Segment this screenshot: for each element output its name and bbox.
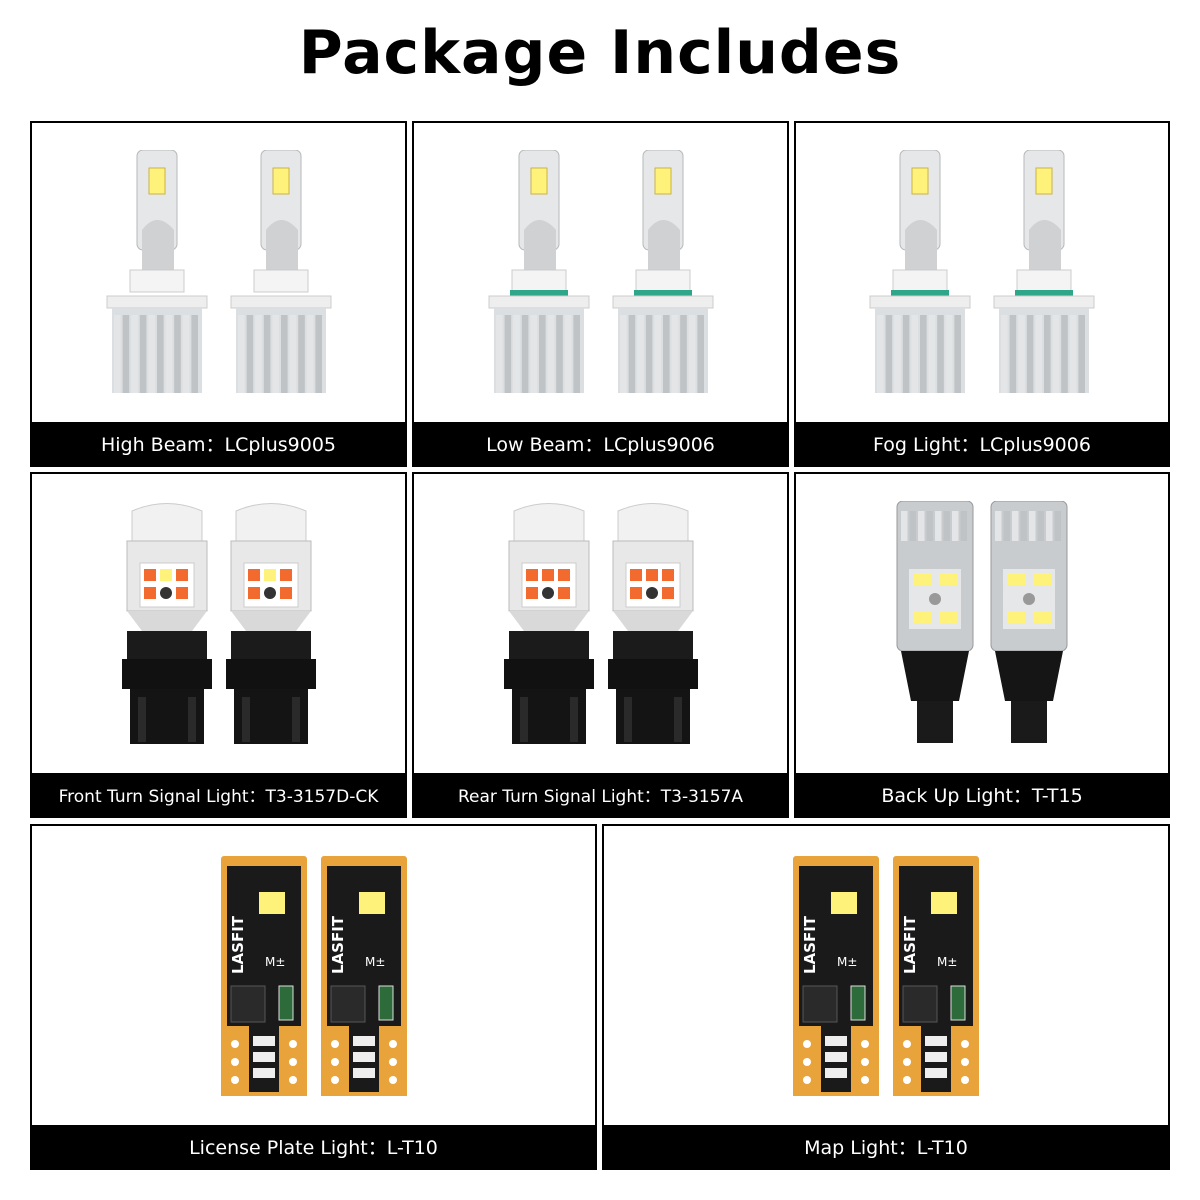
panel-low-beam: Low Beam：LCplus9006: [412, 121, 789, 467]
t15-bulb-image: [895, 501, 975, 746]
svg-text:LASFIT: LASFIT: [329, 915, 347, 974]
headlight-9005-bulb-image: [226, 150, 336, 395]
3157-amber-bulb-image: [607, 501, 698, 746]
bulb-image-pair: LASFIT M± LASFIT M±: [32, 826, 595, 1125]
3157-switchback-bulb-image: [121, 501, 212, 746]
bulb-image-pair: [796, 123, 1168, 422]
3157-amber-bulb-image: [503, 501, 594, 746]
panel-caption: Front Turn Signal Light：T3-3157D-CK: [32, 773, 405, 816]
headlight-9006-bulb-image: [989, 150, 1099, 395]
panel-map-light: LASFIT M± LASFIT M± Map Light：L-T10: [602, 824, 1170, 1170]
panel-front-turn-signal: Front Turn Signal Light：T3-3157D-CK: [30, 472, 407, 818]
panel-caption: Rear Turn Signal Light：T3-3157A: [414, 773, 787, 816]
3157-switchback-bulb-image: [225, 501, 316, 746]
headlight-9006-bulb-image: [608, 150, 718, 395]
panel-caption: Back Up Light：T-T15: [796, 773, 1168, 816]
bulb-image-pair: [32, 474, 405, 773]
t10-bulb-image: LASFIT M±: [220, 855, 307, 1096]
panel-back-up-light: Back Up Light：T-T15: [794, 472, 1170, 818]
panel-caption: High Beam：LCplus9005: [32, 422, 405, 465]
panel-rear-turn-signal: Rear Turn Signal Light：T3-3157A: [412, 472, 789, 818]
headlight-9006-bulb-image: [484, 150, 594, 395]
t10-bulb-image: LASFIT M±: [320, 855, 407, 1096]
svg-text:M±: M±: [365, 955, 385, 969]
panel-caption: License Plate Light：L-T10: [32, 1125, 595, 1168]
bulb-image-pair: LASFIT M± LASFIT M±: [604, 826, 1168, 1125]
headlight-9005-bulb-image: [102, 150, 212, 395]
t15-bulb-image: [989, 501, 1069, 746]
panel-caption: Fog Light：LCplus9006: [796, 422, 1168, 465]
svg-text:LASFIT: LASFIT: [901, 915, 919, 974]
headlight-9006-bulb-image: [865, 150, 975, 395]
bulb-image-pair: [414, 474, 787, 773]
svg-text:M±: M±: [937, 955, 957, 969]
page-title: Package Includes: [298, 18, 902, 88]
panel-high-beam: High Beam：LCplus9005: [30, 121, 407, 467]
bulb-image-pair: [796, 474, 1168, 773]
svg-text:LASFIT: LASFIT: [229, 915, 247, 974]
svg-text:M±: M±: [837, 955, 857, 969]
bulb-image-pair: [32, 123, 405, 422]
bulb-image-pair: [414, 123, 787, 422]
panel-license-plate-light: LASFIT M± LASFIT M± License Plate Light：…: [30, 824, 597, 1170]
panel-caption: Map Light：L-T10: [604, 1125, 1168, 1168]
t10-bulb-image: LASFIT M±: [793, 855, 879, 1096]
svg-text:M±: M±: [265, 955, 285, 969]
panel-caption: Low Beam：LCplus9006: [414, 422, 787, 465]
svg-text:LASFIT: LASFIT: [801, 915, 819, 974]
t10-bulb-image: LASFIT M±: [893, 855, 979, 1096]
panel-fog-light: Fog Light：LCplus9006: [794, 121, 1170, 467]
